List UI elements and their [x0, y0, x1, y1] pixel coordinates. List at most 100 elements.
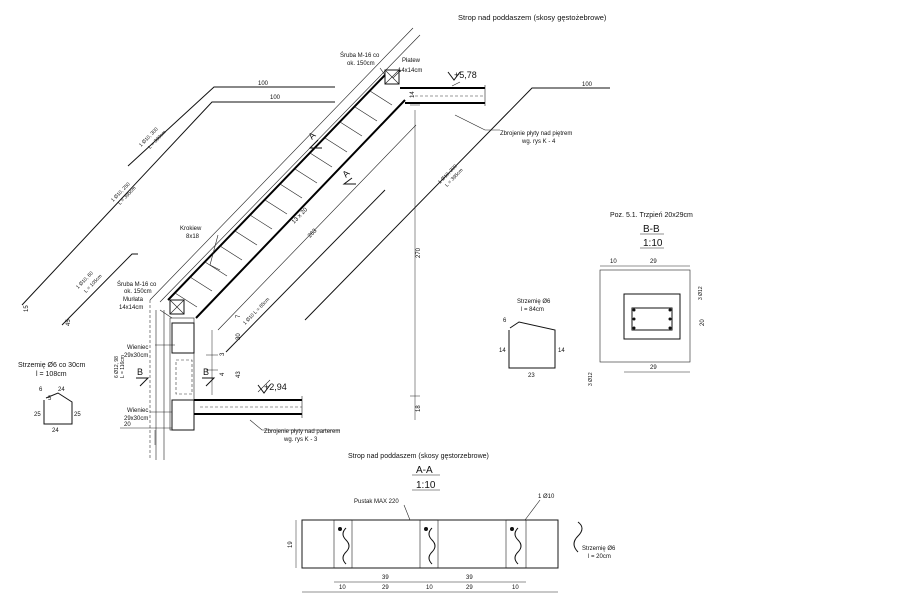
stirrup-mid-dim-14b: 14 — [558, 348, 565, 354]
stirrup-left-dim-25b: 25 — [74, 412, 81, 418]
bb-caption: Poz. 5.1. Trzpień 20x29cm — [610, 212, 693, 219]
section-arrow-b1 — [136, 377, 150, 387]
stirrup-mid-shape — [508, 321, 556, 369]
bar-line-a — [127, 86, 335, 167]
section-arrow-b2 — [202, 377, 216, 387]
aa-dim-19: 19 — [288, 541, 294, 548]
wieniec-upper — [171, 322, 195, 354]
stirrup-mid-dim-6: 6 — [503, 318, 507, 324]
bb-dim-29-bot: 29 — [650, 365, 657, 371]
aa-pustak-right — [525, 519, 559, 569]
bb-bar-label-1: 3 Ø12 — [698, 286, 704, 300]
stirrup-left-dim-24b: 24 — [52, 428, 59, 434]
stirrup-mid-title: Strzemię Ø6 — [517, 299, 551, 305]
aa-dim-10c: 10 — [512, 585, 519, 591]
stirrup-left-dim-24a: 24 — [58, 387, 65, 393]
dim-20-left: 20 — [124, 422, 131, 428]
aa-dim-29a: 29 — [382, 585, 389, 591]
label-sec-b-1: B — [137, 367, 143, 377]
aa-pustak-2 — [437, 519, 507, 569]
label-level-low: +2,94 — [264, 382, 287, 392]
aa-label: A-A — [416, 465, 433, 476]
section-aa: Strop nad poddaszem (skosy gęstorzebrowe… — [288, 453, 616, 593]
aa-dim-29b: 29 — [466, 585, 473, 591]
wall-plate — [169, 299, 185, 315]
aa-stirrup-right-2: l = 20cm — [588, 554, 611, 560]
stirrup-detail-mid: Strzemię Ø6 l = 84cm 6 14 14 23 — [499, 299, 565, 379]
label-reinf-top-2: wg. rys K - 4 — [521, 139, 556, 145]
title-bottom: Strop nad poddaszem (skosy gęstorzebrowe… — [348, 453, 489, 460]
dim-100-right: 100 — [582, 82, 593, 88]
slab-bottom-edge — [195, 99, 406, 319]
label-wieniec-up-2: 29x30cm — [124, 353, 148, 359]
aa-dim-10a: 10 — [339, 585, 346, 591]
slab-outer-line — [149, 27, 414, 301]
section-bb: Poz. 5.1. Trzpień 20x29cm B-B 1:10 10 29… — [588, 212, 706, 386]
aa-stirrup-right-1: Strzemię Ø6 — [582, 546, 616, 552]
aa-dim-39a: 39 — [382, 575, 389, 581]
slab-inner-line — [217, 124, 417, 331]
label-reinf-low-1: Zbrojenie płyty nad parterem — [264, 429, 340, 435]
bb-dim-29-top: 29 — [650, 259, 657, 265]
label-bar-e: 1 Ø10 L = 65cm — [242, 297, 271, 327]
label-level-top: +5,78 — [454, 70, 477, 80]
main-labels: Śruba M-16 co ok. 150cm Płatew 14x14cm +… — [24, 51, 593, 443]
dim-3: 3 — [220, 352, 226, 356]
title-top: Strop nad poddaszem (skosy gęstożebrowe) — [458, 13, 607, 22]
bb-dim-20: 20 — [700, 319, 706, 326]
stirrup-mid-length: l = 84cm — [521, 307, 544, 313]
label-purlin-top-2: 14x14cm — [398, 68, 422, 74]
stirrup-mid-dim-23: 23 — [528, 373, 535, 379]
purlin-top — [384, 69, 400, 85]
label-rafter-1: Krokiew — [180, 226, 202, 232]
stirrup-left-dim-6: 6 — [39, 387, 43, 393]
aa-dim-10b: 10 — [426, 585, 433, 591]
section-arrow-a1 — [308, 139, 322, 149]
bb-dim-10: 10 — [610, 259, 617, 265]
dim-45: 45 — [66, 319, 72, 326]
bb-label: B-B — [643, 224, 660, 235]
stirrup-left-title: Strzemię Ø6 co 30cm — [18, 362, 85, 369]
bb-scale: 1:10 — [643, 238, 663, 249]
bar-line-e — [225, 189, 386, 353]
bar-line-b — [21, 101, 335, 306]
label-bolt-low-1: Śruba M-16 co — [117, 280, 157, 288]
dim-4: 4 — [220, 372, 226, 376]
aa-stirrup-right — [573, 521, 583, 553]
label-wieniec-low-1: Wieniec — [127, 408, 148, 414]
stirrup-left-shape — [43, 392, 73, 425]
label-bolt-low-2: ok. 150cm — [124, 289, 152, 295]
bb-bar-label-2: 3 Ø12 — [588, 372, 594, 386]
label-bolt-top-2: ok. 150cm — [347, 61, 375, 67]
dim-30: 30 — [236, 333, 242, 340]
label-bar-f-1: 6 Ø12, 98 — [114, 356, 120, 378]
dim-18: 18 — [416, 405, 422, 412]
dim-100-left: 100 — [258, 81, 269, 87]
label-sec-a-1: A — [306, 130, 317, 141]
label-rafter-2: 8x18 — [186, 234, 200, 240]
label-bar-f-2: L = 116cm — [120, 355, 126, 378]
dim-15: 15 — [24, 305, 30, 312]
label-wieniec-low-2: 29x30cm — [124, 416, 148, 422]
label-reinf-top-1: Zbrojenie płyty nad piętrem — [500, 131, 572, 137]
aa-pustak-1 — [351, 519, 421, 569]
stirrup-detail-left: Strzemię Ø6 co 30cm l = 108cm 6 24 5 25 … — [18, 362, 85, 434]
level-marker-top — [447, 71, 461, 81]
roof-section — [21, 27, 610, 460]
label-reinf-low-2: wg. rys K - 3 — [283, 437, 318, 443]
dim-270: 270 — [416, 247, 422, 258]
wall-column — [169, 317, 195, 431]
aa-scale: 1:10 — [416, 480, 436, 491]
bb-column — [623, 293, 681, 340]
label-wallplate-2: 14x14cm — [119, 305, 143, 311]
stirrup-left-dim-25a: 25 — [34, 412, 41, 418]
dim-14-top: 14 — [410, 91, 416, 98]
bb-wall — [599, 269, 691, 363]
aa-pustak: Pustak MAX 220 — [354, 499, 399, 505]
wieniec-lower — [171, 399, 195, 431]
stirrup-mid-dim-14a: 14 — [499, 348, 506, 354]
stirrup-left-dim-5: 5 — [48, 396, 52, 402]
slab-ribs — [174, 90, 393, 308]
dim-43: 43 — [236, 371, 242, 378]
